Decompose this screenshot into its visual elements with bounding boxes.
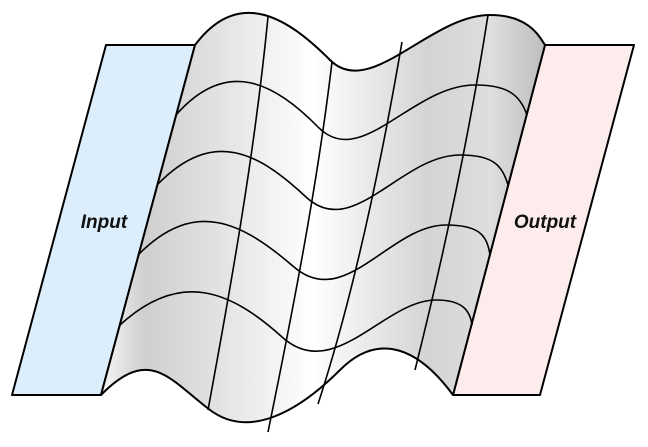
grid-line-4: [414, 14, 489, 371]
surface-grid-lines: [207, 14, 489, 433]
wave-contour-4: [119, 291, 473, 352]
wave-contours: [119, 80, 528, 352]
grid-line-2: [267, 61, 333, 433]
output-label: Output: [514, 212, 577, 233]
wave-contour-3: [137, 220, 491, 281]
wave-contour-1: [175, 80, 528, 141]
input-label: Input: [81, 212, 128, 233]
grid-line-1: [207, 16, 269, 411]
wave-contour-2: [156, 150, 509, 211]
wave-surface-outline: [100, 11, 546, 424]
grid-line-3: [317, 41, 403, 405]
wave-surface: [101, 12, 545, 423]
